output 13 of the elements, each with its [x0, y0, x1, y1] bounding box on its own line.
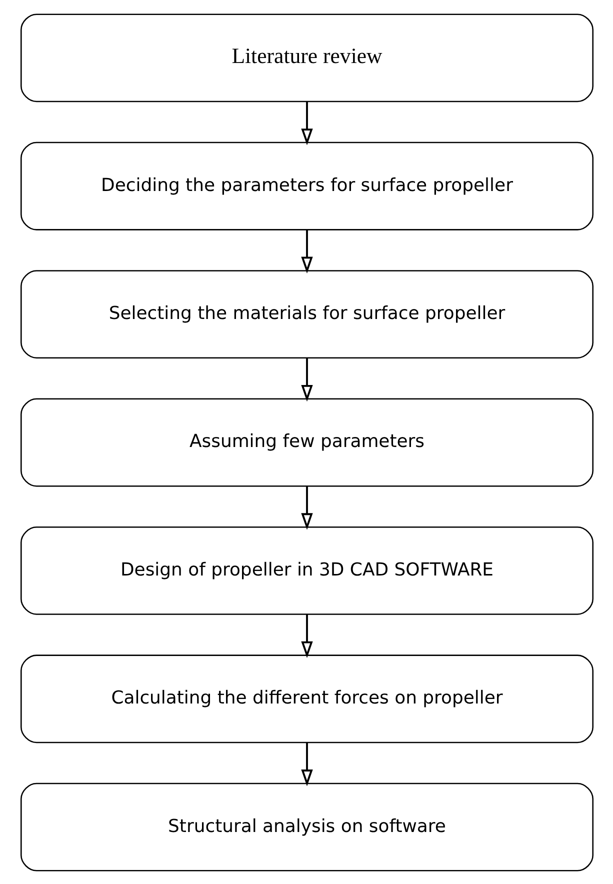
node-box: Assuming few parameters [20, 398, 593, 486]
node-box: Structural analysis on software [20, 782, 593, 871]
arrow [300, 358, 312, 402]
arrow [300, 101, 312, 145]
arrow [300, 229, 312, 273]
node-box: Calculating the different forces on propeller [20, 654, 593, 743]
arrow [300, 614, 312, 658]
node-box: Design of propeller in 3D CAD SOFTWARE [20, 526, 593, 614]
arrow [300, 486, 312, 530]
node-box: Selecting the materials for surface propeller [20, 270, 593, 358]
arrow [300, 742, 312, 786]
node-box: Deciding the parameters for surface propeller [20, 141, 593, 230]
node-box: Literature review [20, 13, 593, 102]
